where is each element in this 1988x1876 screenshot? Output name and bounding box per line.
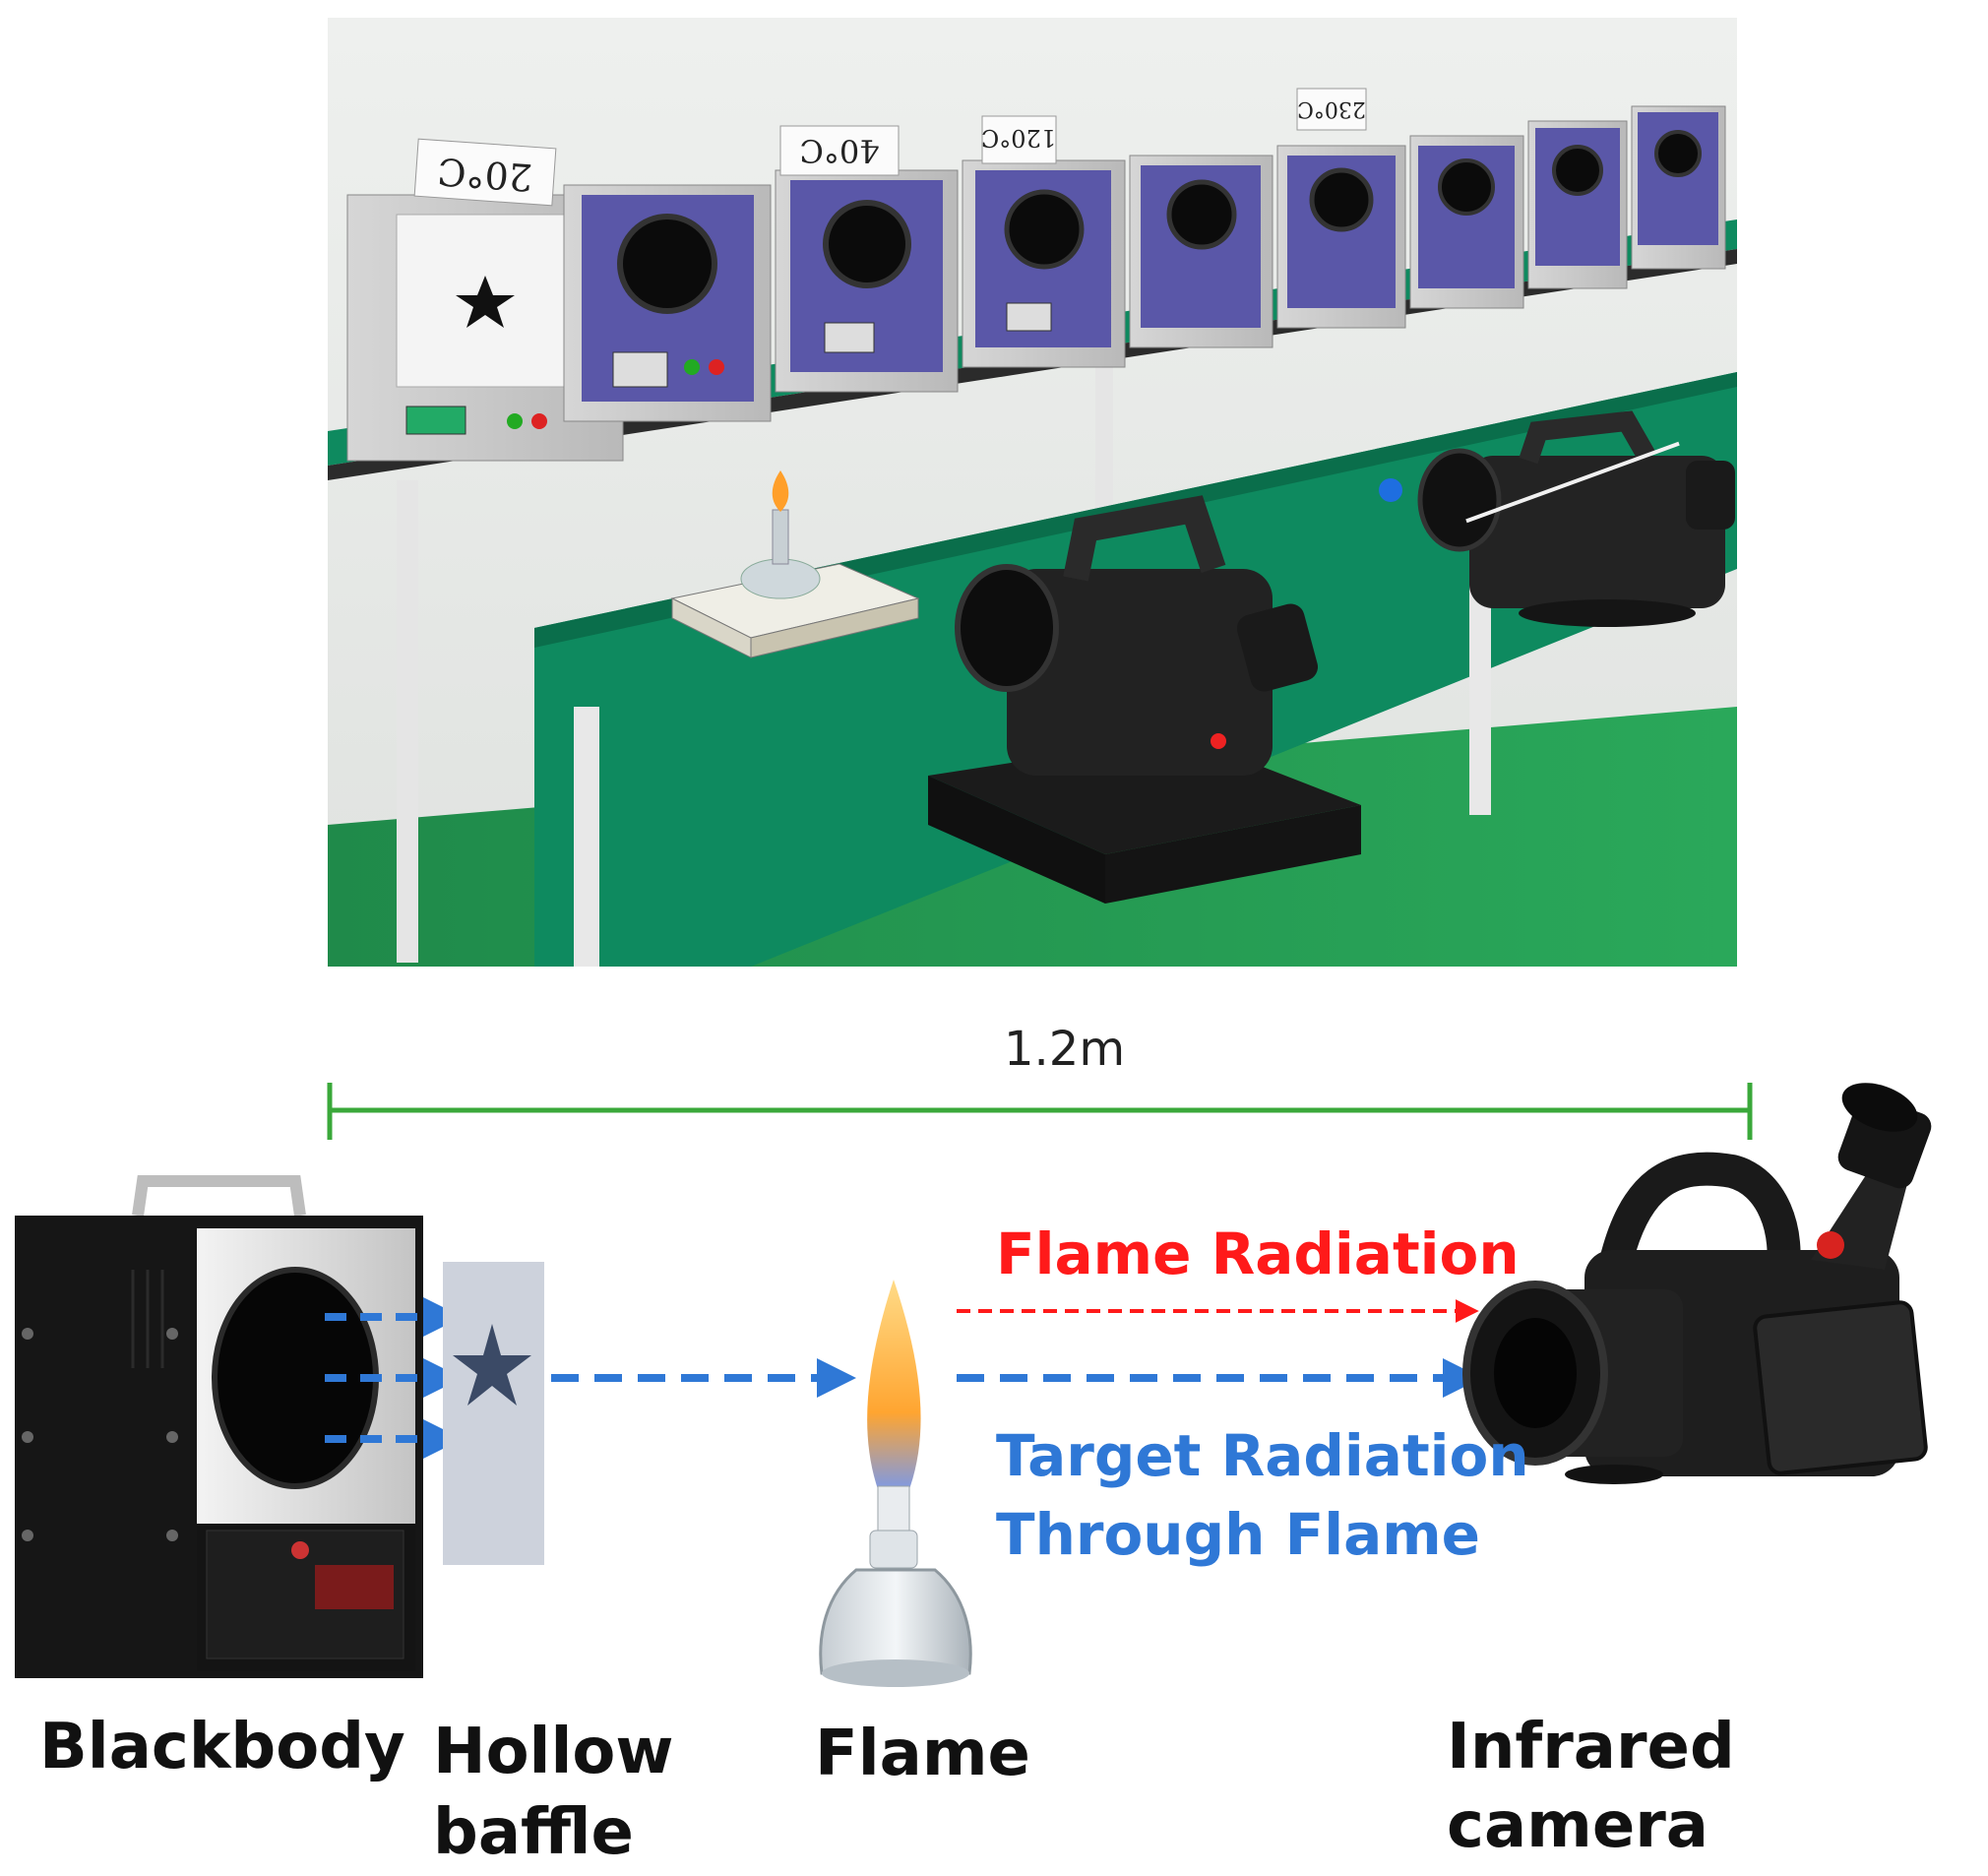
star-icon <box>456 276 515 328</box>
sign-120c: 120°C <box>981 124 1056 152</box>
sign-230c: 230°C <box>1297 96 1366 121</box>
blackbody-unit-6 <box>1276 145 1406 329</box>
lab-photo-drawing: 20°C 40°C 120°C 230°C <box>328 18 1737 967</box>
infrared-camera-label: Infrared camera <box>1447 1711 1735 1862</box>
distance-label: 1.2m <box>1004 1022 1126 1077</box>
lamp-on-books <box>670 470 920 658</box>
sign-20c: 20°C <box>436 150 533 200</box>
infrared-camera-icon <box>1462 1083 1932 1484</box>
blackbody-unit-5 <box>1129 155 1274 348</box>
camera-icon <box>1007 569 1273 776</box>
front-infrared-camera <box>928 495 1361 904</box>
distance-indicator <box>327 1083 1753 1140</box>
blackbody-icon <box>15 1175 423 1678</box>
lamp-flame-icon <box>772 470 789 512</box>
blackbody-unit-40c <box>563 184 772 422</box>
blackbody-unit-7 <box>1409 135 1524 309</box>
target-radiation-label-line2: Through Flame <box>996 1501 1481 1568</box>
flame-radiation-label: Flame Radiation <box>996 1220 1520 1287</box>
sign-40c: 40°C <box>799 132 879 169</box>
flame-icon <box>819 1280 972 1687</box>
blackbody-radiation-arrows <box>325 1297 463 1459</box>
blackbody-unit-3 <box>775 169 959 393</box>
hollow-baffle-label-line1: Hollow <box>433 1716 674 1788</box>
rear-infrared-camera <box>1417 410 1735 627</box>
hollow-baffle-icon <box>443 1262 544 1565</box>
lab-photo: 20°C 40°C 120°C 230°C <box>328 18 1737 967</box>
blackbody-unit-9 <box>1631 105 1726 270</box>
target-radiation-label-line1: Target Radiation <box>996 1422 1529 1489</box>
hollow-baffle-label-line2: baffle <box>433 1796 634 1869</box>
blackbody-label: Blackbody <box>39 1711 405 1783</box>
blackbody-unit-4 <box>962 159 1126 368</box>
blackbody-row: 20°C 40°C 120°C 230°C <box>346 88 1726 462</box>
flame-label: Flame <box>815 1718 1030 1790</box>
star-icon <box>453 1324 531 1406</box>
blackbody-unit-8 <box>1527 120 1628 289</box>
